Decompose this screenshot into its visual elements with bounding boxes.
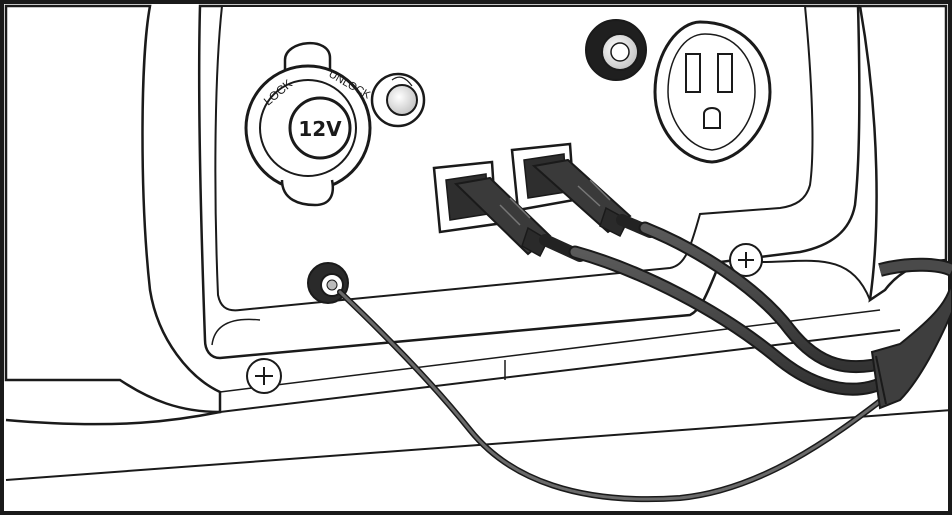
outlet-cap-tab xyxy=(283,42,332,72)
outlet-slot-left xyxy=(685,53,701,93)
outlet-12v-face xyxy=(288,96,352,160)
ledge-line xyxy=(219,309,881,393)
generator-housing-left xyxy=(4,4,222,414)
sleeve-end xyxy=(875,355,887,405)
outlet-ground-hole xyxy=(703,107,721,129)
outlet-12v-label: 12V xyxy=(298,117,342,141)
panel-screw-right xyxy=(729,243,763,277)
panel-screw-left xyxy=(246,358,282,394)
cable-right-plug-fill xyxy=(640,223,893,372)
outlet-cap-bottom-tab xyxy=(280,179,334,207)
dc-outlet-12v: 12V LOCK UNLOCK xyxy=(244,42,373,207)
housing-lower-edge xyxy=(5,409,952,481)
ac-outlet-receptacle xyxy=(653,20,772,164)
cable-left-plug-fill xyxy=(570,247,893,394)
ledge-top-edge xyxy=(219,329,901,413)
right-housing-edge xyxy=(759,259,871,301)
outlet-slot-right xyxy=(717,53,733,93)
power-plug-right xyxy=(531,158,656,238)
screw-recess-left xyxy=(211,318,261,346)
cable-bundle-upper-fill xyxy=(878,259,952,275)
ground-wire-fill xyxy=(338,290,890,501)
circuit-breaker-button-right xyxy=(585,19,647,81)
housing-base-curve xyxy=(5,410,221,426)
circuit-breaker-button-left xyxy=(370,72,426,128)
